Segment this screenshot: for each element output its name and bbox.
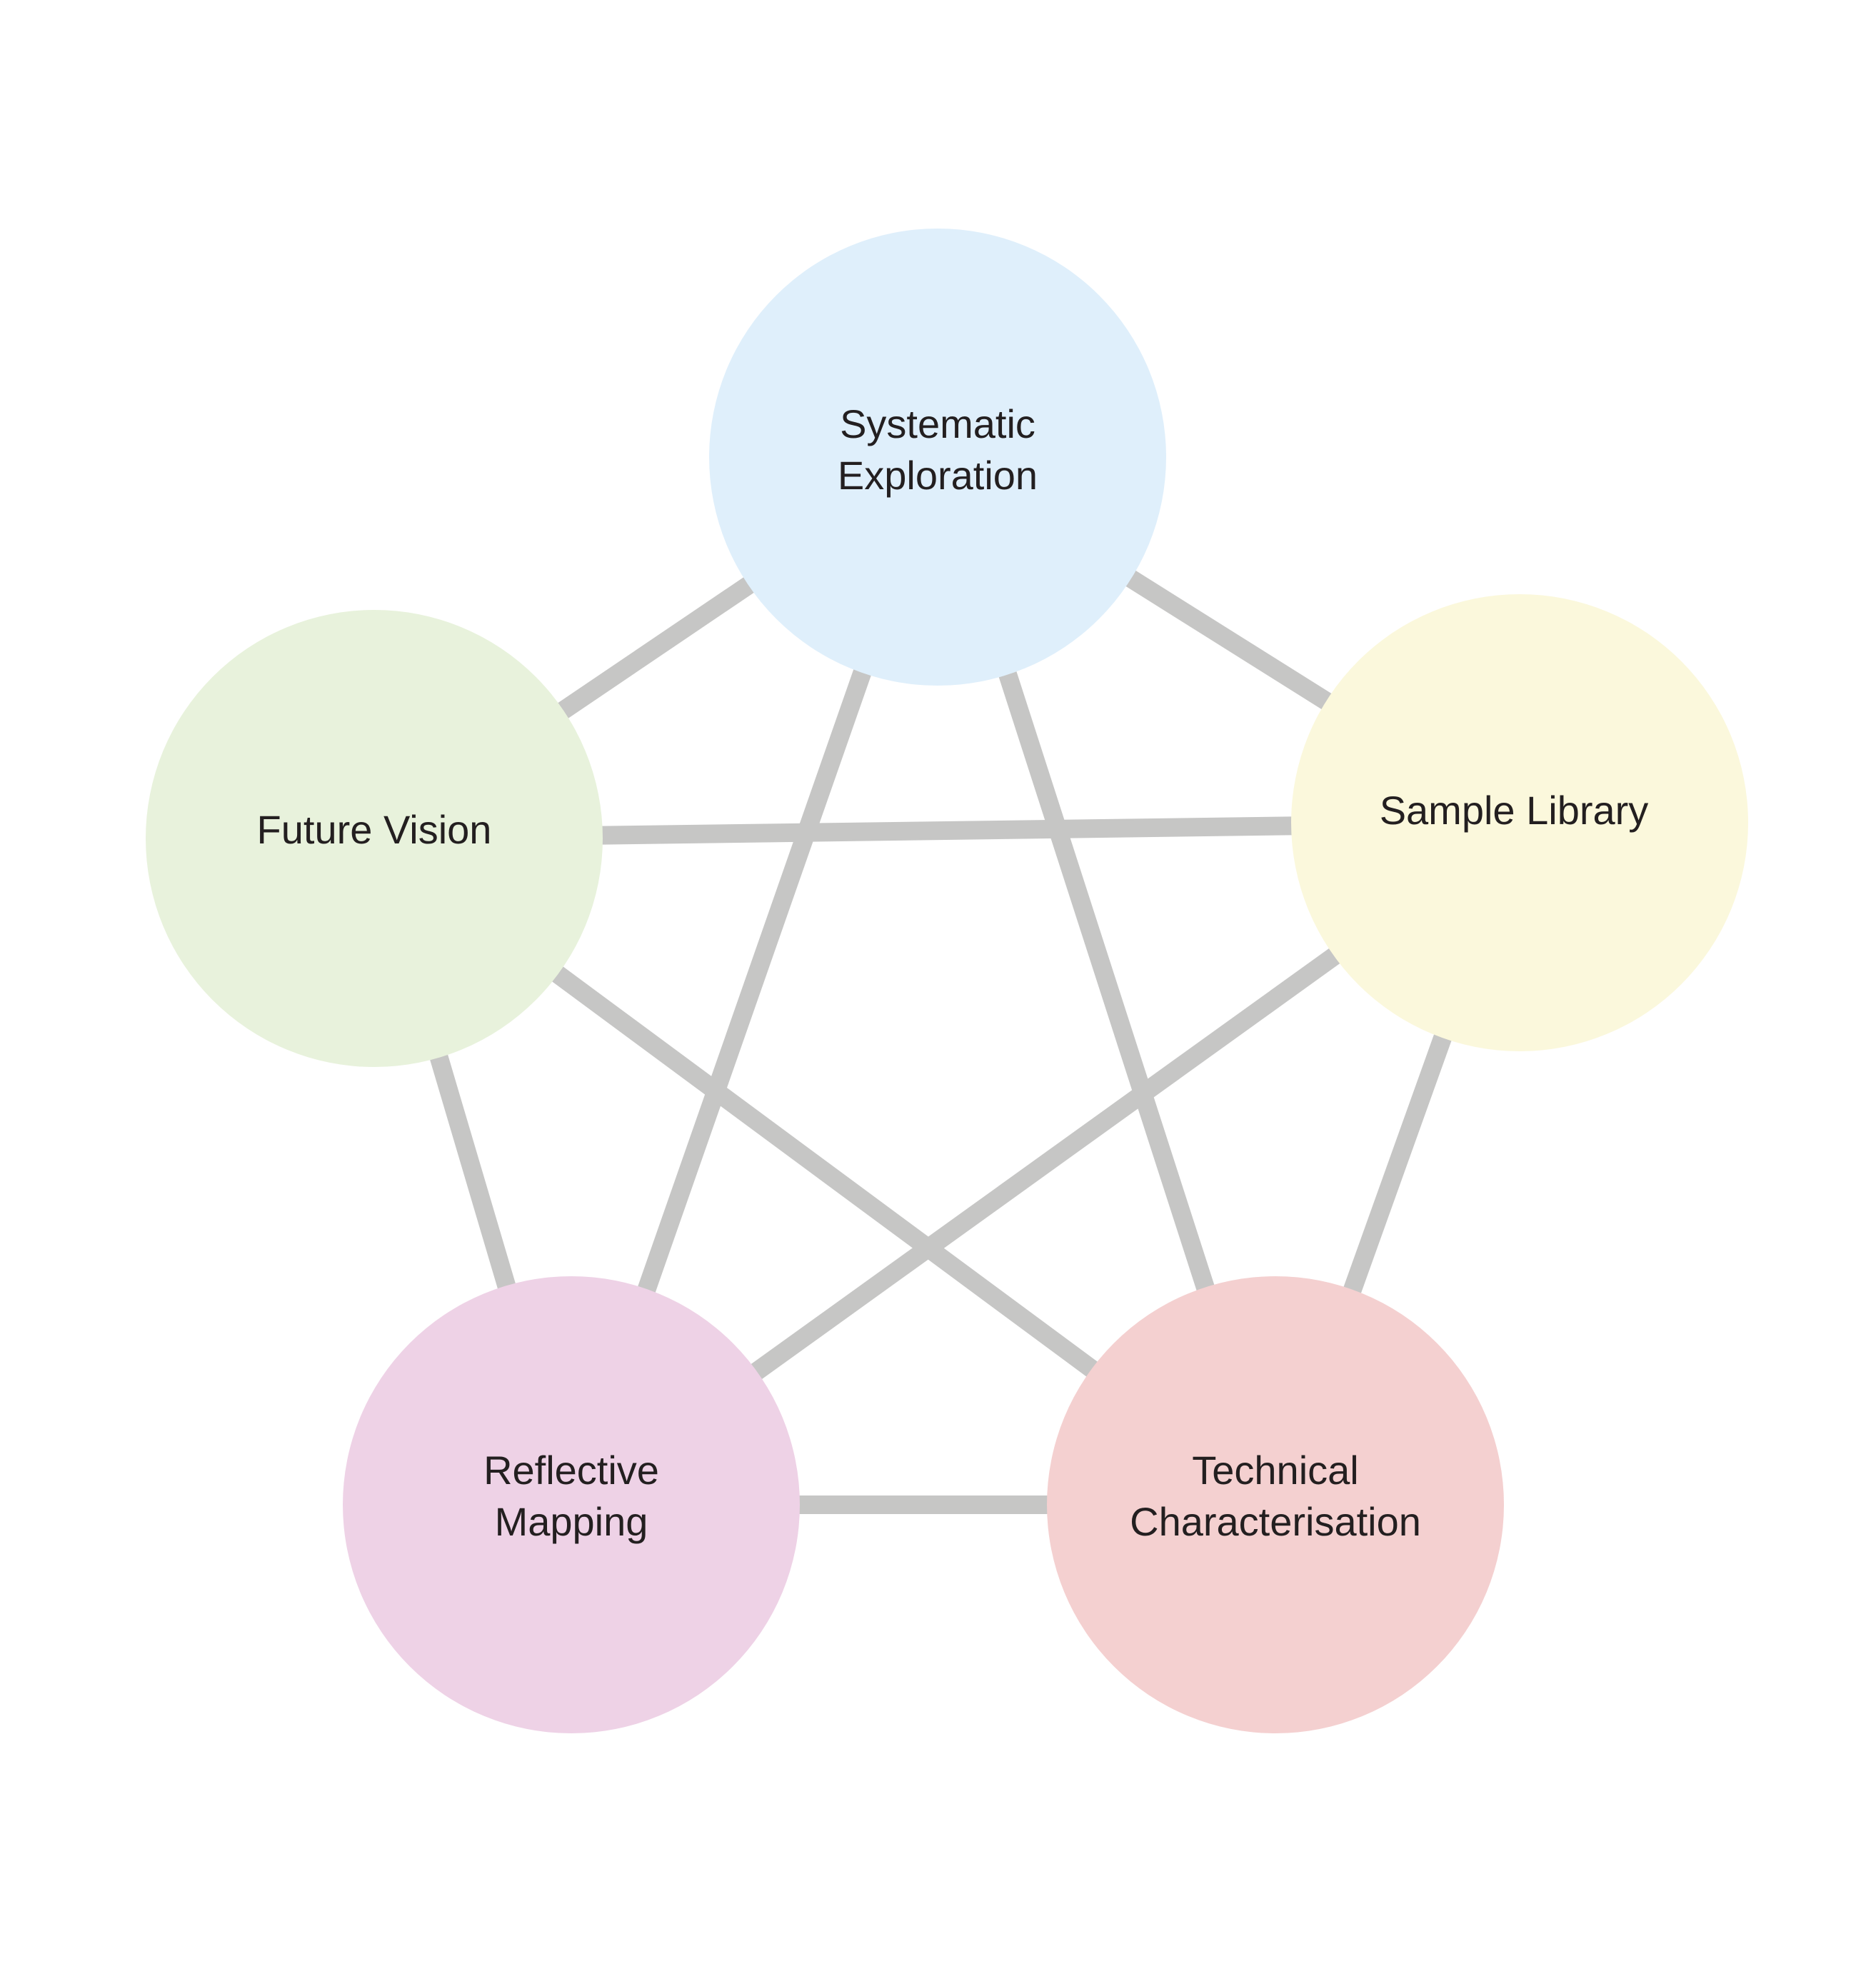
node-label-line: Systematic: [840, 401, 1035, 446]
node-label-future: Future Vision: [257, 807, 492, 852]
node-label-line: Exploration: [838, 453, 1038, 498]
node-sample: Sample Library: [1291, 594, 1748, 1051]
node-label-line: Characterisation: [1130, 1499, 1421, 1544]
node-label-line: Reflective: [483, 1448, 659, 1493]
node-circle-systematic: [709, 229, 1166, 686]
node-future: Future Vision: [146, 610, 603, 1067]
node-circle-future: [146, 610, 603, 1067]
node-label-sample: Sample Library: [1380, 788, 1649, 833]
node-label-line: Mapping: [495, 1499, 648, 1544]
node-label-line: Future Vision: [257, 807, 492, 852]
node-label-line: Sample Library: [1380, 788, 1649, 833]
node-circle-sample: [1291, 594, 1748, 1051]
node-circle-reflective: [343, 1276, 800, 1733]
node-label-line: Technical: [1192, 1448, 1358, 1493]
node-circle-technical: [1047, 1276, 1504, 1733]
